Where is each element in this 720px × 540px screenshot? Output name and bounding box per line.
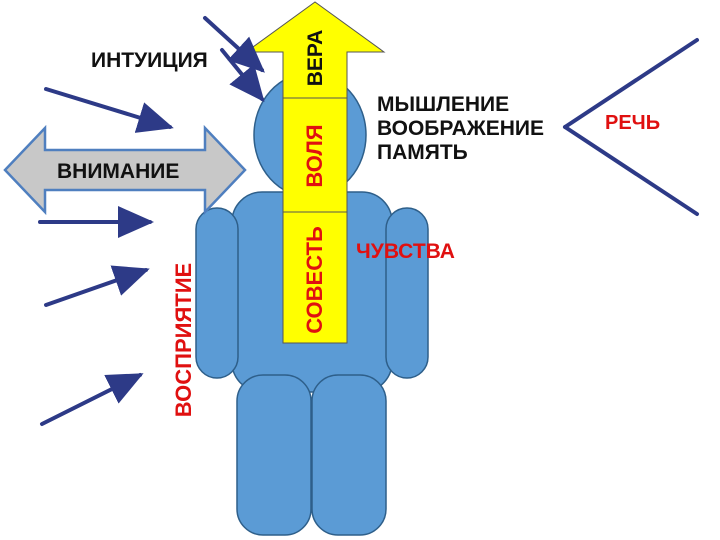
arrow-left-lower (44, 265, 150, 307)
speech-line-upper (563, 38, 699, 129)
label-conscience: СОВЕСТЬ (302, 226, 327, 334)
attention-double-arrow (3, 124, 247, 216)
speech-line-lower (563, 125, 699, 216)
arrow-intuition-in (203, 16, 265, 73)
label-feelings: ЧУВСТВА (356, 240, 455, 263)
label-imagination: ВООБРАЖЕНИЕ (377, 117, 544, 140)
arrow-left-bottom (40, 373, 144, 426)
label-attention: ВНИМАНИЕ (57, 160, 179, 183)
vertical-column-arrow (244, 1, 386, 344)
label-perception: ВОСПРИЯТИЕ (171, 263, 196, 417)
label-faith: ВЕРА (304, 30, 327, 87)
label-intuition: ИНТУИЦИЯ (91, 49, 208, 72)
label-will: ВОЛЯ (302, 124, 327, 187)
figure-right-leg (311, 374, 387, 536)
label-speech: РЕЧЬ (605, 112, 660, 134)
figure-right-arm (385, 207, 429, 379)
figure-left-leg (236, 374, 312, 536)
figure-left-arm (195, 207, 239, 379)
arrow-left-upper (44, 87, 174, 133)
arrow-to-head (220, 48, 265, 103)
label-memory: ПАМЯТЬ (377, 141, 468, 164)
label-thinking: МЫШЛЕНИЕ (377, 93, 509, 116)
